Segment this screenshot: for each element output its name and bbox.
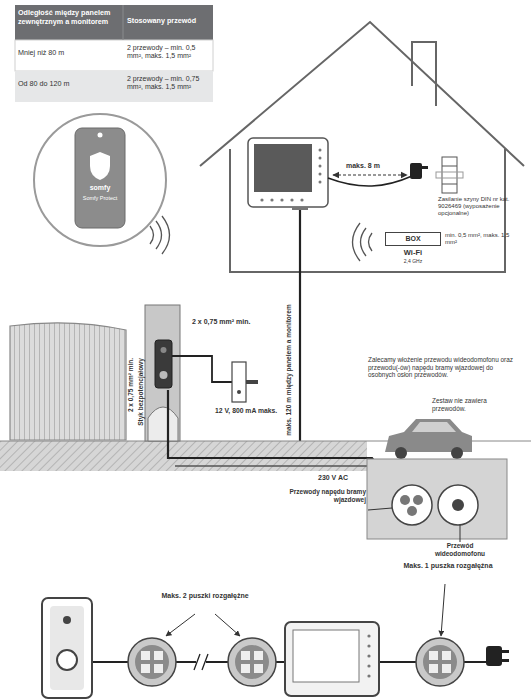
frequency-label: 2,4 GHz [383, 259, 443, 265]
distance-label: maks. 8 m [346, 162, 406, 170]
table-cell: Mniej niż 80 m [18, 49, 118, 58]
adapter-pin [422, 166, 428, 169]
table-cell: 2 przewody – min. 0,5 mm², maks. 1,5 mm² [127, 44, 211, 61]
wire [400, 495, 410, 505]
table-row [15, 40, 213, 71]
wire-spec: 2 x 0,75 mm² min. [127, 358, 135, 412]
intercom-cable [299, 210, 301, 458]
din-detail [442, 166, 457, 167]
adapter-pin [502, 650, 509, 653]
power-spec: 12 V, 800 mA maks. [215, 407, 295, 415]
monitor-buttons [367, 634, 370, 677]
adapter-pin [502, 659, 509, 662]
power-cable [328, 176, 412, 186]
table-header-cell: Odległość między panelem zewnętrznym a m… [18, 9, 121, 26]
limit-note: Maks. 2 puszki rozgałężne [148, 592, 262, 600]
pointer-arrow [441, 584, 445, 636]
junction-box [416, 638, 464, 686]
wire-spec: 2 x 0,75 mm² min. [192, 318, 272, 326]
kit-note: Zestaw nie zawiera przewodów. [430, 396, 514, 413]
power-adapter [410, 163, 422, 179]
distance-label: maks. 120 m między panelem a monitorem [285, 304, 293, 436]
installation-note: Zalecamy włożenie przewodu wideodomofonu… [368, 356, 520, 379]
table-row [15, 71, 213, 102]
lock-bolt [246, 380, 258, 384]
table-header [15, 5, 213, 40]
voltage-label: 230 V AC [318, 474, 368, 482]
pointer-arrow [166, 614, 195, 636]
table-cell: Od 80 do 120 m [18, 80, 118, 89]
brand-logo: somfy [32, 184, 168, 192]
junction-box [128, 638, 176, 686]
router-name: BOX [385, 232, 441, 246]
power-adapter [486, 646, 502, 666]
monitor-base [292, 207, 308, 210]
circle-outline [34, 114, 166, 246]
phone-hole [98, 133, 103, 138]
monitor-screen [293, 630, 359, 682]
car-window [412, 422, 456, 432]
monitor-screen [254, 144, 312, 192]
conduit [438, 485, 478, 525]
wire [413, 495, 423, 505]
car-wheel [451, 447, 463, 459]
din-supply-note: Zasilanie szyny DIN nr kat. 9026469 (wyp… [438, 196, 516, 218]
leader-line [460, 525, 461, 542]
table-header-cell: Stosowany przewód [127, 17, 211, 26]
lock-wire [172, 356, 232, 382]
leader-line [368, 508, 392, 510]
contact-label: Styk bezpotencjałowy [137, 358, 145, 426]
electric-lock [232, 362, 246, 402]
cable-label: Przewód wideodomofonu [425, 542, 495, 558]
house-chimney [412, 42, 436, 106]
table-cell: 2 przewody – min. 0,75 mm², maks. 1,5 mm… [127, 75, 211, 92]
outdoor-panel [155, 340, 172, 388]
wire [407, 506, 417, 516]
wire-spec: min. 0,5 mm², maks. 1,5 mm² [445, 232, 517, 246]
monitor [248, 138, 328, 207]
din-power-supply [442, 157, 457, 193]
cable-label: Przewody napędu bramy wjazdowej [286, 488, 366, 504]
wireless-waves [353, 223, 373, 261]
limit-note: Maks. 1 puszka rozgałęźna [392, 562, 504, 570]
distance-arrow [333, 174, 407, 175]
car-wheel [395, 447, 407, 459]
monitor [285, 622, 379, 696]
intercom-cable [168, 390, 300, 458]
panel-camera [161, 347, 167, 353]
monitor-buttons [260, 149, 321, 202]
junction-box [228, 638, 276, 686]
wireless-waves [150, 216, 170, 254]
trench [367, 459, 507, 539]
panel-face [50, 606, 84, 690]
wire-break [194, 654, 208, 670]
gate-motor [148, 407, 178, 441]
router-box: BOX Wi-Fi2,4 GHz [383, 232, 443, 274]
app-circle: somfySomfy Protect [32, 112, 168, 248]
wifi-label: Wi-Fi [383, 249, 443, 258]
lock-keyhole [237, 390, 241, 394]
circle-outline [32, 112, 168, 248]
din-rail [436, 172, 463, 178]
shield-icon [90, 152, 110, 180]
car [385, 419, 472, 452]
gate-post [145, 305, 180, 441]
gate [10, 323, 126, 440]
panel-button [160, 371, 168, 379]
app-name: Somfy Protect [32, 195, 168, 201]
din-detail [442, 184, 457, 185]
outdoor-panel [42, 598, 92, 698]
panel-camera [63, 616, 71, 624]
conduit [392, 485, 432, 525]
pointer-arrow [215, 614, 240, 636]
table-divider [123, 5, 124, 40]
wire [452, 499, 464, 511]
smartphone [75, 128, 125, 228]
panel-button [57, 650, 77, 670]
